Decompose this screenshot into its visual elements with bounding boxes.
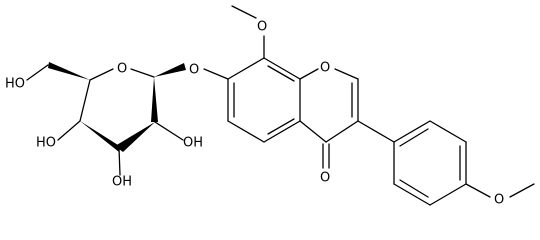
bond xyxy=(227,120,265,143)
bond xyxy=(299,120,327,143)
oh-label-c3: OH xyxy=(112,175,132,190)
methoxy-oxygen-label-c8: O xyxy=(257,20,267,35)
bond xyxy=(130,68,155,78)
atom-labels: HO HO OH OH O O O O O O xyxy=(5,20,504,208)
methoxy-oxygen-label-para: O xyxy=(494,193,504,208)
carbonyl-oxygen-label: O xyxy=(320,171,330,186)
methoxyphenyl-unit xyxy=(357,120,535,206)
ho-label-c4: HO xyxy=(36,136,56,151)
wedge-bond xyxy=(48,62,90,80)
wedge-bond xyxy=(115,122,155,152)
sugar-ring-oxygen-label: O xyxy=(117,62,127,77)
wedge-bond xyxy=(154,63,186,77)
bond xyxy=(227,57,265,80)
bond xyxy=(203,68,229,80)
bond xyxy=(267,65,295,82)
bond xyxy=(399,128,429,147)
wedge-bond xyxy=(151,77,158,122)
wedge-bond xyxy=(80,121,119,152)
bond xyxy=(89,68,114,81)
bond xyxy=(399,179,429,198)
bond xyxy=(26,64,49,81)
isoflavone-core xyxy=(203,5,359,169)
bond xyxy=(393,120,431,143)
bond xyxy=(57,120,81,141)
bond xyxy=(231,5,257,19)
bond xyxy=(118,147,121,176)
oh-label-c2: OH xyxy=(183,136,203,151)
bond xyxy=(357,120,395,143)
bond xyxy=(509,183,535,198)
bond xyxy=(429,183,467,206)
bond xyxy=(429,120,467,143)
bond xyxy=(393,183,431,206)
chromone-ring-oxygen-label: O xyxy=(320,61,330,76)
bond xyxy=(263,57,301,80)
bond xyxy=(325,120,359,143)
bond xyxy=(299,68,319,80)
chemical-structure-diagram: HO HO OH OH O O O O O O xyxy=(5,5,535,208)
glucose-unit xyxy=(26,62,186,176)
glycosidic-oxygen-label: O xyxy=(189,63,199,78)
bond xyxy=(465,183,491,198)
bond xyxy=(263,120,301,143)
bond xyxy=(79,79,91,122)
ho-label-c6: HO xyxy=(5,77,25,92)
bond xyxy=(267,118,295,135)
bond xyxy=(154,121,184,141)
bond xyxy=(334,68,359,80)
